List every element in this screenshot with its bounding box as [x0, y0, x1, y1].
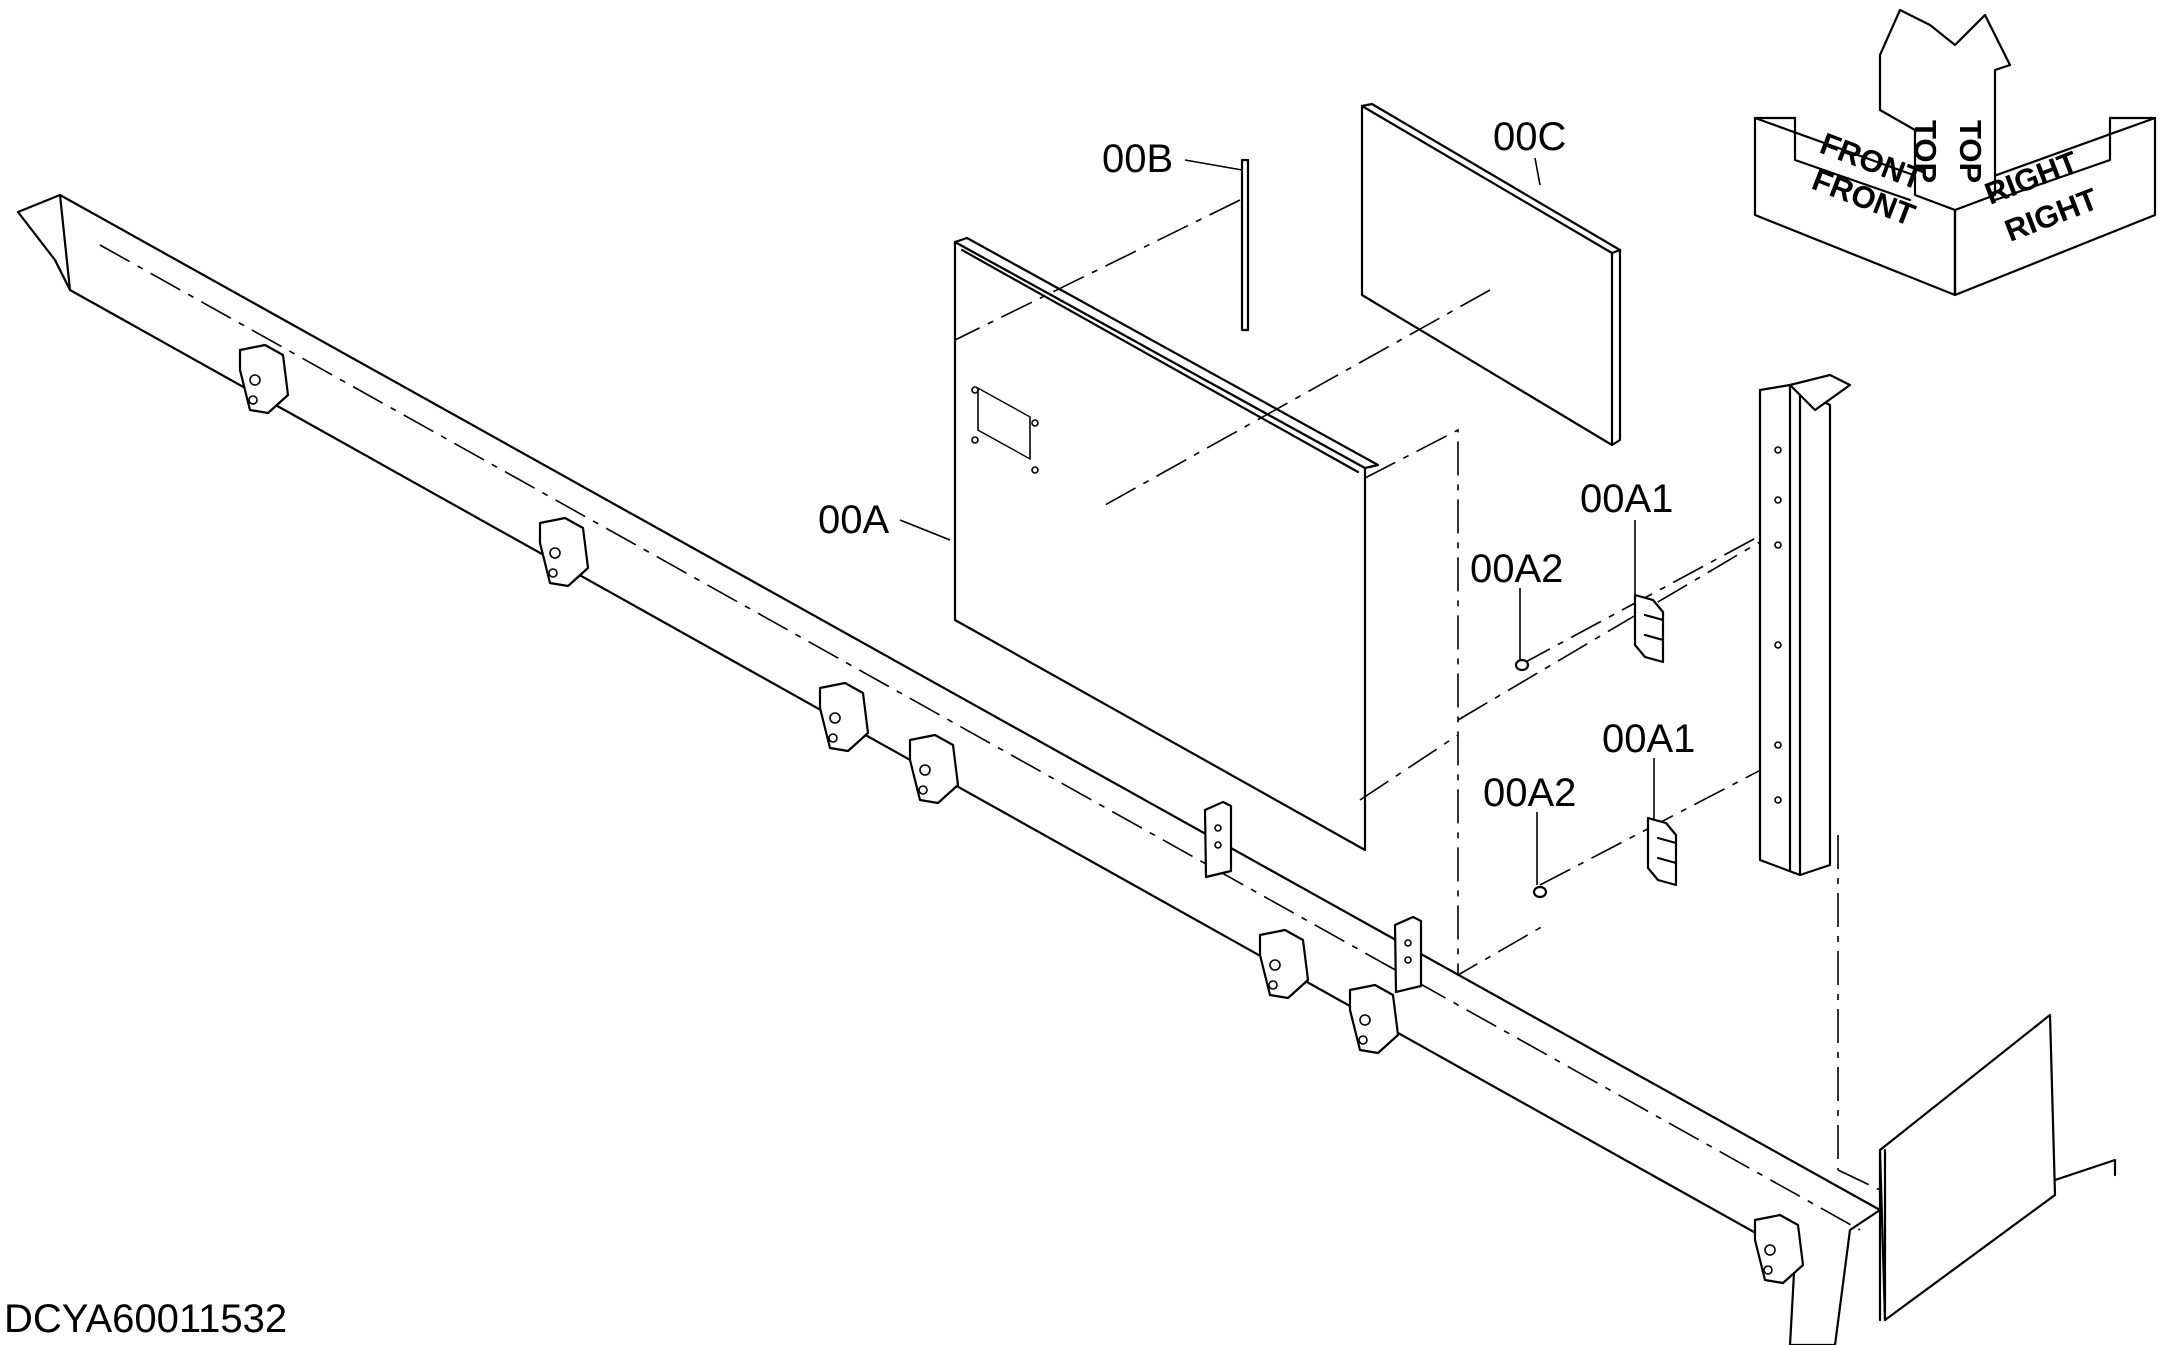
callout-hinge-lower: 00A1 [1602, 717, 1695, 820]
hinge [1646, 816, 1678, 887]
bolt [1532, 885, 1548, 899]
svg-text:00A1: 00A1 [1580, 477, 1673, 521]
svg-text:00A2: 00A2 [1470, 547, 1563, 591]
svg-text:00C: 00C [1493, 115, 1566, 159]
rail-tab [1203, 800, 1233, 879]
hinge [1633, 593, 1665, 664]
callout-hinge-upper: 00A1 [1580, 477, 1673, 595]
callout-bolt-upper: 00A2 [1470, 547, 1563, 660]
callout-bolt-lower: 00A2 [1483, 771, 1576, 885]
svg-text:TOP: TOP [1908, 120, 1943, 183]
svg-text:TOP: TOP [1953, 120, 1988, 183]
door-panel [953, 236, 1380, 852]
insulation-pad [1360, 102, 1622, 447]
rail-bracket [1753, 1213, 1805, 1285]
assembly-lines [954, 199, 1881, 1191]
callout-seal: 00B [1102, 137, 1243, 181]
rail-bracket [818, 681, 870, 753]
rail-bracket [1348, 983, 1400, 1055]
svg-text:00A2: 00A2 [1483, 771, 1576, 815]
callout-insulation: 00C [1493, 115, 1566, 186]
svg-text:00A: 00A [818, 498, 889, 542]
svg-text:00A1: 00A1 [1602, 717, 1695, 761]
rail-bracket [1258, 928, 1310, 1000]
rail-tab [1393, 915, 1423, 994]
hinge-post [1758, 373, 1852, 877]
bolt [1514, 658, 1530, 672]
svg-text:00B: 00B [1102, 137, 1173, 181]
rail-end-bracket [1878, 1013, 2117, 1322]
orientation-indicator: FRONT FRONT RIGHT RIGHT TOP TOP [1753, 8, 2157, 297]
rail-bracket [908, 733, 960, 805]
seal-strip [1240, 158, 1250, 332]
rail-bracket [238, 343, 290, 415]
rail-bracket [538, 516, 590, 588]
drawing-code: DCYA60011532 [4, 1297, 288, 1341]
callout-panel: 00A [818, 498, 951, 542]
